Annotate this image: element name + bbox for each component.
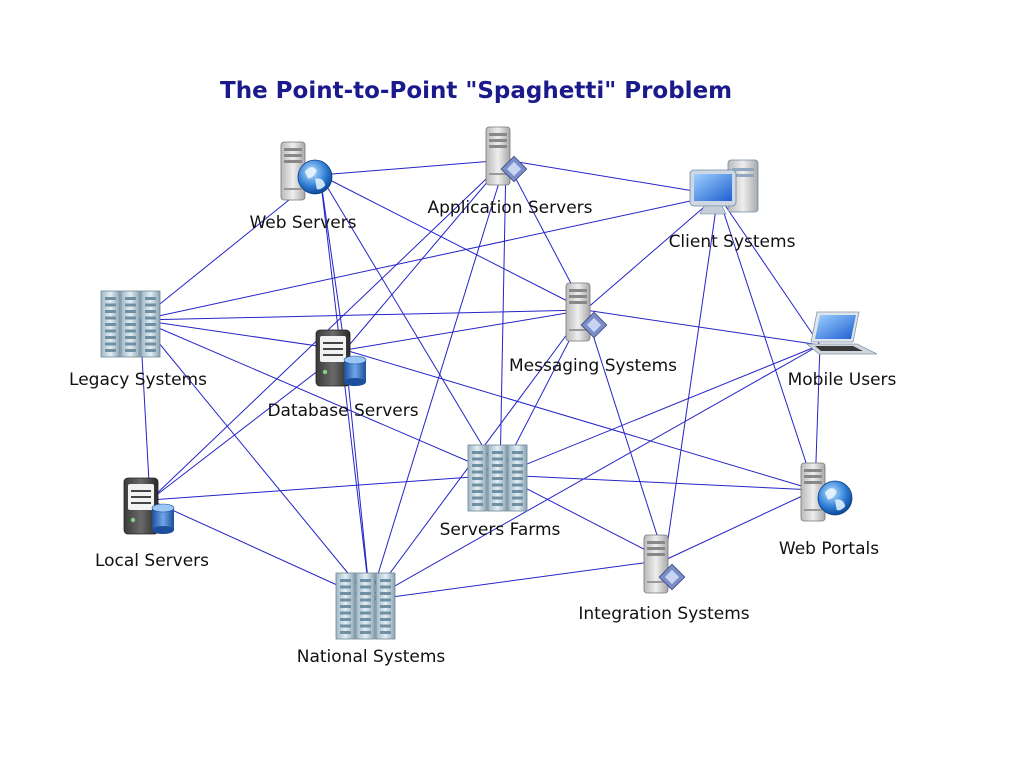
link-portals-integ [664, 489, 816, 561]
server-rack-icon [100, 290, 161, 358]
link-web-msg [319, 174, 586, 311]
link-web-farms [319, 174, 501, 476]
node-label-farms: Servers Farms [439, 520, 561, 540]
link-legacy-db [139, 319, 346, 351]
node-label-client: Client Systems [668, 232, 796, 252]
link-msg-integ [584, 309, 666, 561]
link-local-farms [149, 474, 501, 501]
link-local-national [149, 499, 371, 601]
server-rack-icon [467, 444, 528, 512]
node-label-mobile: Mobile Users [787, 370, 897, 390]
diagram-title: The Point-to-Point "Spaghetti" Problem [220, 78, 733, 104]
node-label-msg: Messaging Systems [509, 356, 677, 376]
application-server-icon [485, 126, 528, 186]
node-label-local: Local Servers [94, 551, 210, 571]
link-app-national [369, 159, 507, 601]
messaging-server-icon [565, 282, 608, 342]
link-app-db [344, 159, 507, 351]
link-web-national [319, 174, 371, 601]
link-farms-portals [499, 474, 816, 491]
database-server-icon [123, 477, 175, 535]
node-label-web: Web Servers [249, 213, 357, 233]
server-rack-icon [335, 572, 396, 640]
link-integ-national [369, 559, 666, 601]
link-client-legacy [139, 194, 719, 321]
link-db-national [344, 349, 371, 601]
link-client-integ [664, 194, 719, 561]
link-client-mobile [717, 194, 821, 346]
link-db-msg [344, 309, 586, 351]
link-db-portals [344, 349, 816, 491]
laptop-icon [805, 311, 878, 355]
link-farms-integ [499, 474, 666, 561]
link-client-msg [584, 194, 719, 311]
node-label-legacy: Legacy Systems [69, 370, 207, 390]
node-label-integ: Integration Systems [578, 604, 750, 624]
database-server-icon [315, 329, 367, 387]
node-label-portals: Web Portals [778, 539, 880, 559]
link-web-app [319, 159, 507, 176]
desktop-computer-icon [689, 159, 759, 215]
link-mobile-farms [499, 344, 821, 476]
messaging-server-icon [643, 534, 686, 594]
link-mobile-national [369, 344, 821, 601]
node-label-app: Application Servers [427, 198, 593, 218]
link-msg-mobile [584, 309, 821, 346]
web-server-icon [280, 141, 333, 201]
link-app-client [505, 159, 719, 196]
node-label-db: Database Servers [267, 401, 419, 421]
web-server-icon [800, 462, 853, 522]
link-legacy-national [139, 319, 371, 601]
node-label-national: National Systems [296, 647, 446, 667]
link-web-db [319, 174, 346, 351]
link-client-portals [717, 194, 816, 491]
link-db-local [149, 349, 346, 501]
link-legacy-msg [139, 309, 586, 321]
link-legacy-farms [139, 319, 501, 476]
